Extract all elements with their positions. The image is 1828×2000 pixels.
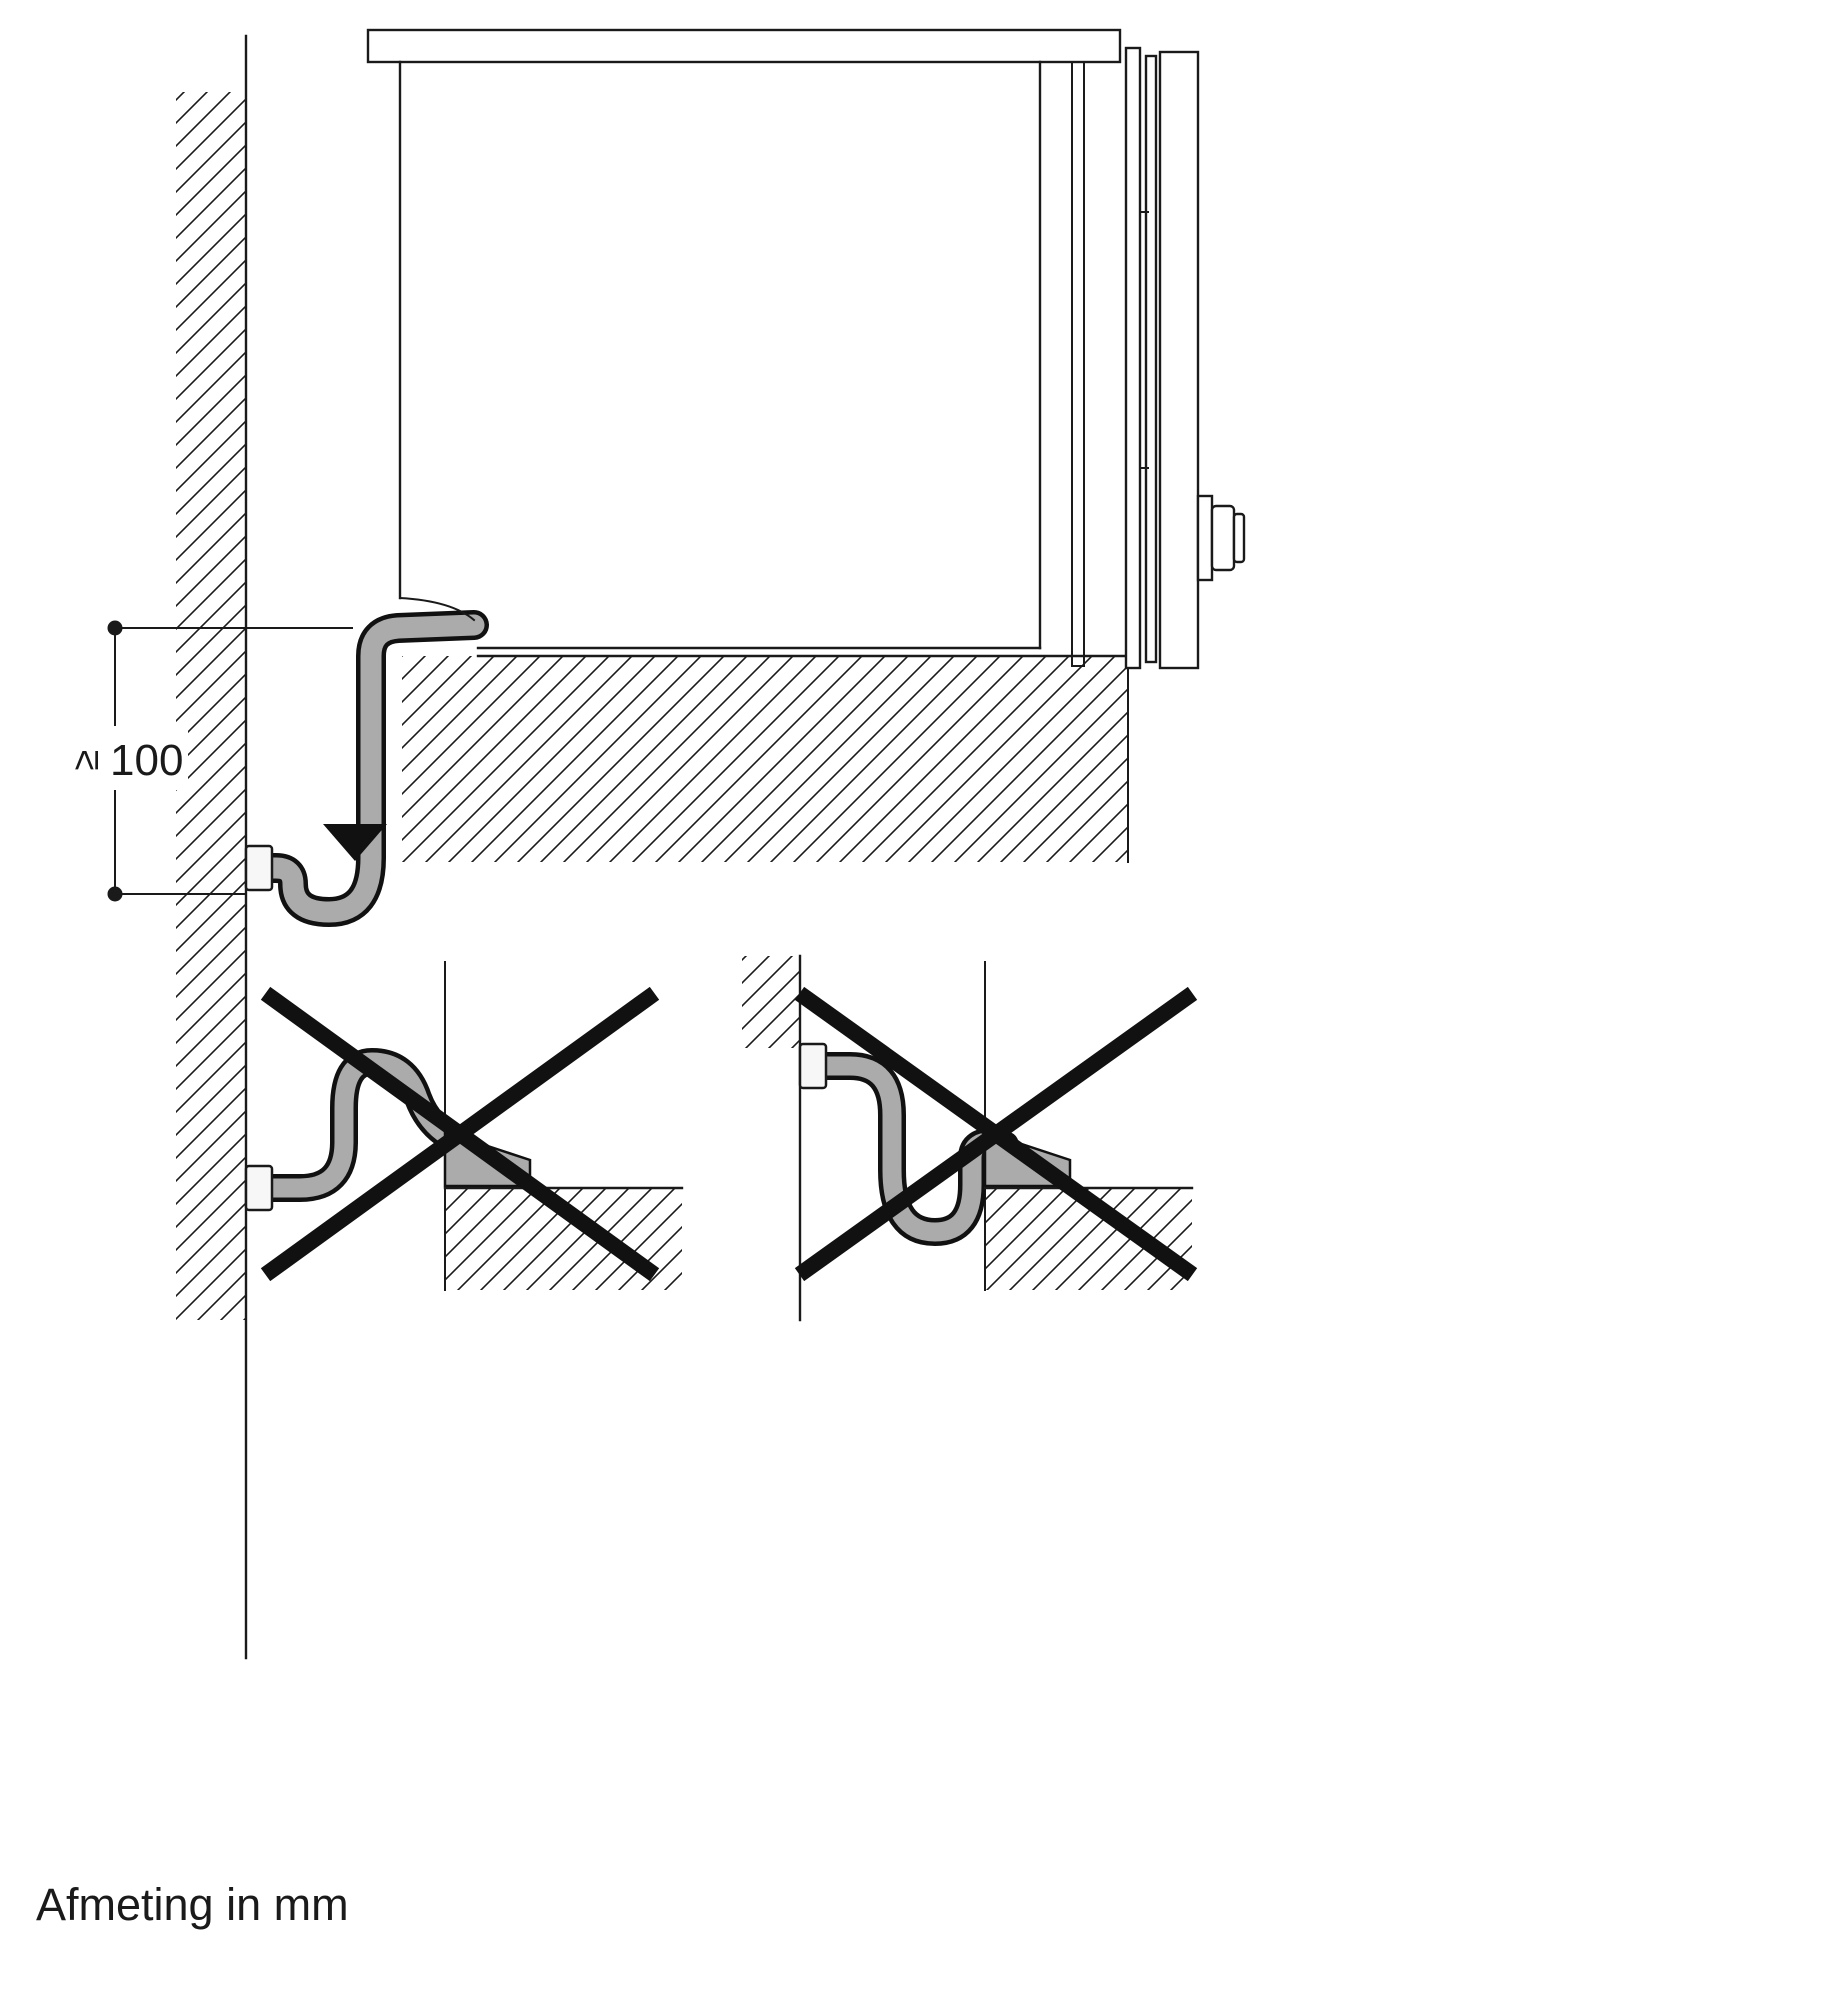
- worktop-under-oven: [402, 654, 1130, 863]
- handle-cap: [1232, 512, 1246, 564]
- handle-knob: [1210, 504, 1236, 572]
- worktop-hatch: [402, 656, 1128, 862]
- drain-hose-core: [251, 614, 485, 923]
- forbidden-example-left: [244, 961, 684, 1291]
- dimension: ≥ 100: [64, 620, 353, 902]
- door-gap-panel: [1144, 54, 1158, 664]
- flow-arrow-icon: [323, 824, 387, 861]
- cross-out-left-icon: [260, 986, 660, 1282]
- dimension-dot-bottom: [107, 886, 123, 902]
- wall-hatch: [176, 92, 246, 1320]
- wall-outlet-right-example: [798, 1042, 828, 1090]
- dimension-operator: ≥: [65, 750, 107, 771]
- wall-outlet: [244, 844, 274, 892]
- door-handle: [1196, 494, 1246, 582]
- cross-stroke: [260, 986, 660, 1282]
- forbidden-example-right: [742, 954, 1198, 1322]
- oven-drain-lip: [398, 596, 476, 622]
- forbidden-hose-left: [258, 1048, 474, 1202]
- oven-door: [1071, 46, 1246, 670]
- cross-stroke: [794, 986, 1198, 1282]
- oven-body: [398, 60, 1042, 650]
- dimension-value: 100: [110, 736, 183, 785]
- handle-stem: [1196, 494, 1214, 582]
- wall-outlet-left-example: [244, 1164, 274, 1212]
- dimension-dot-top: [107, 620, 123, 636]
- main-installation-view: ≥ 100: [64, 28, 1246, 1660]
- dimension-label-backing: [64, 726, 188, 790]
- door-front-panel: [1158, 50, 1200, 670]
- top-panel: [366, 28, 1122, 64]
- forbidden-hose-left-core: [262, 1052, 470, 1198]
- drain-hose: [247, 596, 489, 927]
- wall: [176, 34, 248, 1660]
- caption: Afmeting in mm: [36, 1879, 349, 1930]
- door-mid-panel: [1124, 46, 1142, 670]
- wall-hatch-right-example: [742, 956, 800, 1048]
- cross-out-right-icon: [794, 986, 1198, 1282]
